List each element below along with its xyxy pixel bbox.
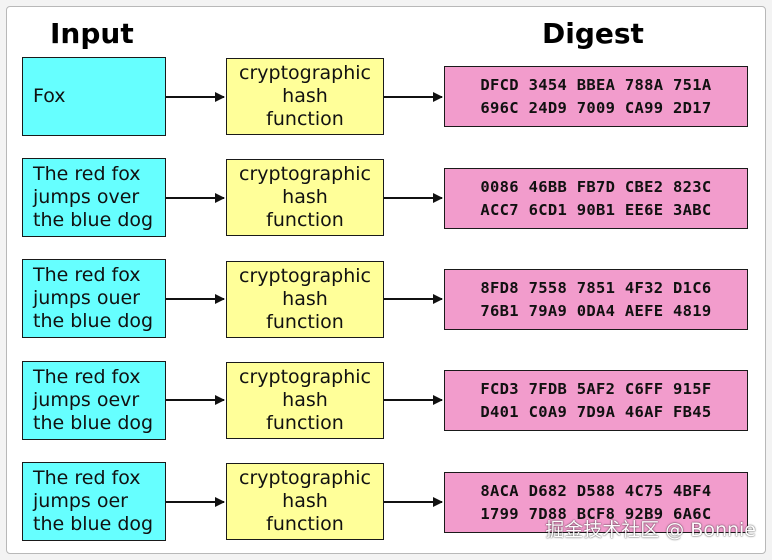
input-text: The red fox jumps oer the blue dog: [33, 467, 154, 535]
input-box: The red fox jumps over the blue dog: [22, 158, 166, 237]
watermark: 掘金技术社区 @ Bonnie: [545, 519, 756, 541]
digest-text: FCD3 7FDB 5AF2 C6FF 915F D401 C0A9 7D9A …: [480, 379, 712, 421]
hash-function-label: cryptographic hash function: [239, 163, 371, 231]
input-text: The red fox jumps over the blue dog: [33, 163, 154, 231]
hash-function-box: cryptographic hash function: [226, 261, 384, 338]
hash-function-box: cryptographic hash function: [226, 362, 384, 439]
hash-function-box: cryptographic hash function: [226, 159, 384, 236]
digest-box: FCD3 7FDB 5AF2 C6FF 915F D401 C0A9 7D9A …: [444, 370, 748, 431]
digest-text: 8FD8 7558 7851 4F32 D1C6 76B1 79A9 0DA4 …: [480, 278, 712, 320]
hash-function-box: cryptographic hash function: [226, 463, 384, 540]
input-text: The red fox jumps ouer the blue dog: [33, 264, 154, 332]
input-box: Fox: [22, 57, 166, 136]
hash-function-box: cryptographic hash function: [226, 58, 384, 135]
hash-function-label: cryptographic hash function: [239, 467, 371, 535]
input-column-title: Input: [50, 17, 134, 50]
digest-box: 0086 46BB FB7D CBE2 823C ACC7 6CD1 90B1 …: [444, 168, 748, 229]
input-text: The red fox jumps oevr the blue dog: [33, 366, 154, 434]
hash-function-label: cryptographic hash function: [239, 62, 371, 130]
hash-function-label: cryptographic hash function: [239, 265, 371, 333]
digest-column-title: Digest: [542, 17, 644, 50]
digest-box: 8FD8 7558 7851 4F32 D1C6 76B1 79A9 0DA4 …: [444, 269, 748, 330]
hash-function-label: cryptographic hash function: [239, 366, 371, 434]
input-box: The red fox jumps oevr the blue dog: [22, 361, 166, 440]
input-box: The red fox jumps oer the blue dog: [22, 462, 166, 541]
digest-text: 8ACA D682 D588 4C75 4BF4 1799 7D88 BCF8 …: [480, 481, 712, 523]
digest-text: DFCD 3454 BBEA 788A 751A 696C 24D9 7009 …: [480, 75, 712, 117]
digest-text: 0086 46BB FB7D CBE2 823C ACC7 6CD1 90B1 …: [480, 177, 712, 219]
input-box: The red fox jumps ouer the blue dog: [22, 259, 166, 338]
digest-box: 8ACA D682 D588 4C75 4BF4 1799 7D88 BCF8 …: [444, 472, 748, 533]
input-text: Fox: [33, 85, 66, 107]
digest-box: DFCD 3454 BBEA 788A 751A 696C 24D9 7009 …: [444, 66, 748, 127]
